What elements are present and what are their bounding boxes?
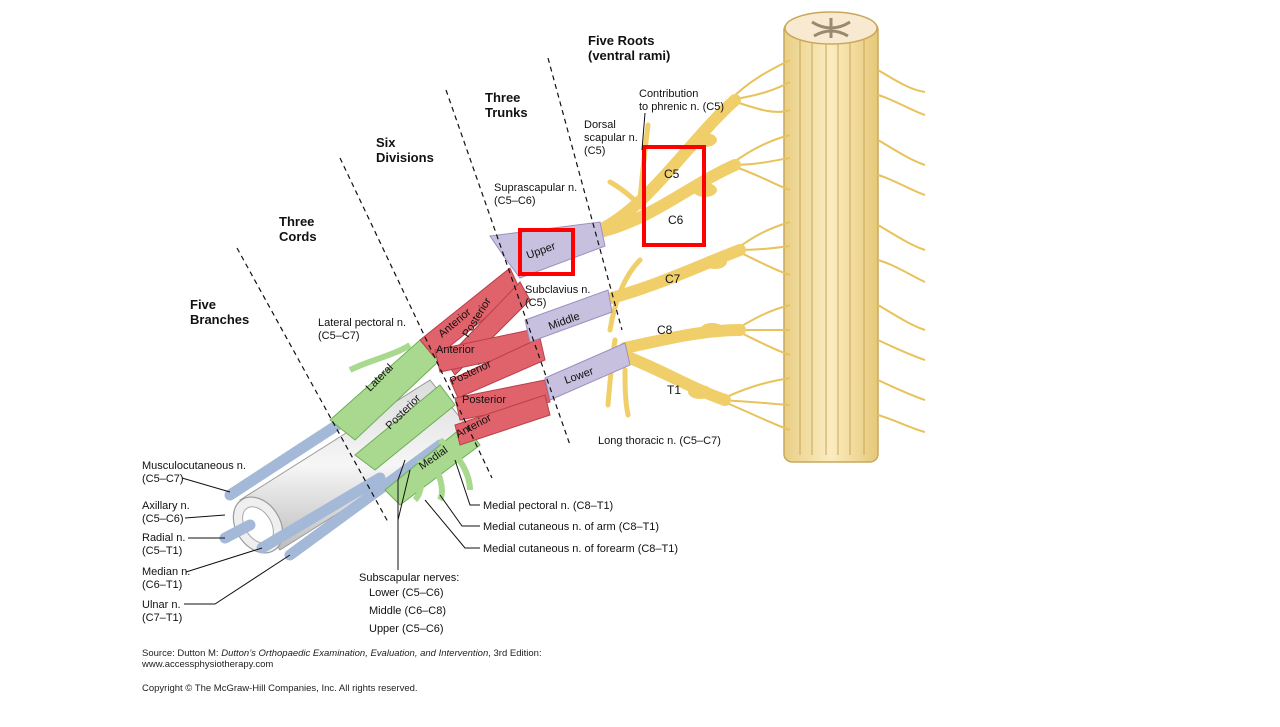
- division-label-anterior-middle: Anterior: [436, 344, 475, 356]
- label-suprascapular: Suprascapular n.: [494, 182, 577, 194]
- terminal-branches: [219, 414, 446, 561]
- region-dividers: [236, 57, 623, 523]
- label-subscapular-middle: Middle (C6–C8): [369, 605, 446, 617]
- label-suprascapular-sub: (C5–C6): [494, 195, 536, 207]
- label-subclavius-sub: (C5): [525, 297, 546, 309]
- label-lateral-pectoral-sub: (C5–C7): [318, 330, 360, 342]
- label-subscapular-title: Subscapular nerves:: [359, 572, 459, 584]
- label-ulnar-sub: (C7–T1): [142, 612, 182, 624]
- header-five-roots-sub: (ventral rami): [588, 48, 670, 63]
- label-lateral-pectoral: Lateral pectoral n.: [318, 317, 406, 329]
- divisions: [419, 267, 551, 446]
- label-phrenic-sub: to phrenic n. (C5): [639, 101, 724, 113]
- label-radial: Radial n.: [142, 532, 185, 544]
- label-axillary-sub: (C5–C6): [142, 513, 184, 525]
- label-ulnar: Ulnar n.: [142, 599, 181, 611]
- label-median-sub: (C6–T1): [142, 579, 182, 591]
- highlight-box-upper-trunk: [518, 228, 575, 276]
- header-six-divisions-sub: Divisions: [376, 150, 434, 165]
- spinal-cord: [783, 11, 879, 463]
- label-long-thoracic: Long thoracic n. (C5–C7): [598, 435, 721, 447]
- header-five-branches: Five: [190, 297, 216, 312]
- header-three-cords: Three: [279, 214, 314, 229]
- label-subscapular-lower: Lower (C5–C6): [369, 587, 444, 599]
- label-axillary: Axillary n.: [142, 500, 190, 512]
- label-median: Median n.: [142, 566, 190, 578]
- label-musculocutaneous: Musculocutaneous n.: [142, 460, 246, 472]
- cords: [329, 339, 481, 506]
- label-dorsal-scapular-3: (C5): [584, 145, 605, 157]
- label-dorsal-scapular: Dorsal: [584, 119, 616, 131]
- highlight-box-c5-c6: [642, 145, 706, 247]
- header-three-trunks-sub: Trunks: [485, 105, 528, 120]
- root-label-t1: T1: [667, 383, 681, 397]
- root-label-c8: C8: [657, 323, 673, 337]
- copyright: Copyright © The McGraw-Hill Companies, I…: [142, 683, 418, 694]
- division-label-posterior-lower: Posterior: [462, 394, 506, 406]
- header-five-branches-sub: Branches: [190, 312, 249, 327]
- label-subclavius: Subclavius n.: [525, 284, 590, 296]
- label-radial-sub: (C5–T1): [142, 545, 182, 557]
- label-medial-cutaneous-forearm: Medial cutaneous n. of forearm (C8–T1): [483, 543, 678, 555]
- source-line-1: Source: Dutton M: Dutton’s Orthopaedic E…: [142, 648, 542, 659]
- roots: [594, 94, 746, 418]
- source-line-2: www.accessphysiotherapy.com: [141, 659, 273, 670]
- label-medial-cutaneous-arm: Medial cutaneous n. of arm (C8–T1): [483, 521, 659, 533]
- header-three-cords-sub: Cords: [279, 229, 317, 244]
- header-five-roots: Five Roots: [588, 33, 654, 48]
- label-phrenic: Contribution: [639, 88, 698, 100]
- header-six-divisions: Six: [376, 135, 396, 150]
- root-label-c7: C7: [665, 272, 681, 286]
- root-label-c5: C5: [664, 167, 680, 181]
- label-dorsal-scapular-2: scapular n.: [584, 132, 638, 144]
- label-musculocutaneous-sub: (C5–C7): [142, 473, 184, 485]
- label-medial-pectoral: Medial pectoral n. (C8–T1): [483, 500, 613, 512]
- root-label-c6: C6: [668, 213, 684, 227]
- rootlets: [719, 59, 926, 433]
- header-three-trunks: Three: [485, 90, 520, 105]
- label-subscapular-upper: Upper (C5–C6): [369, 623, 444, 635]
